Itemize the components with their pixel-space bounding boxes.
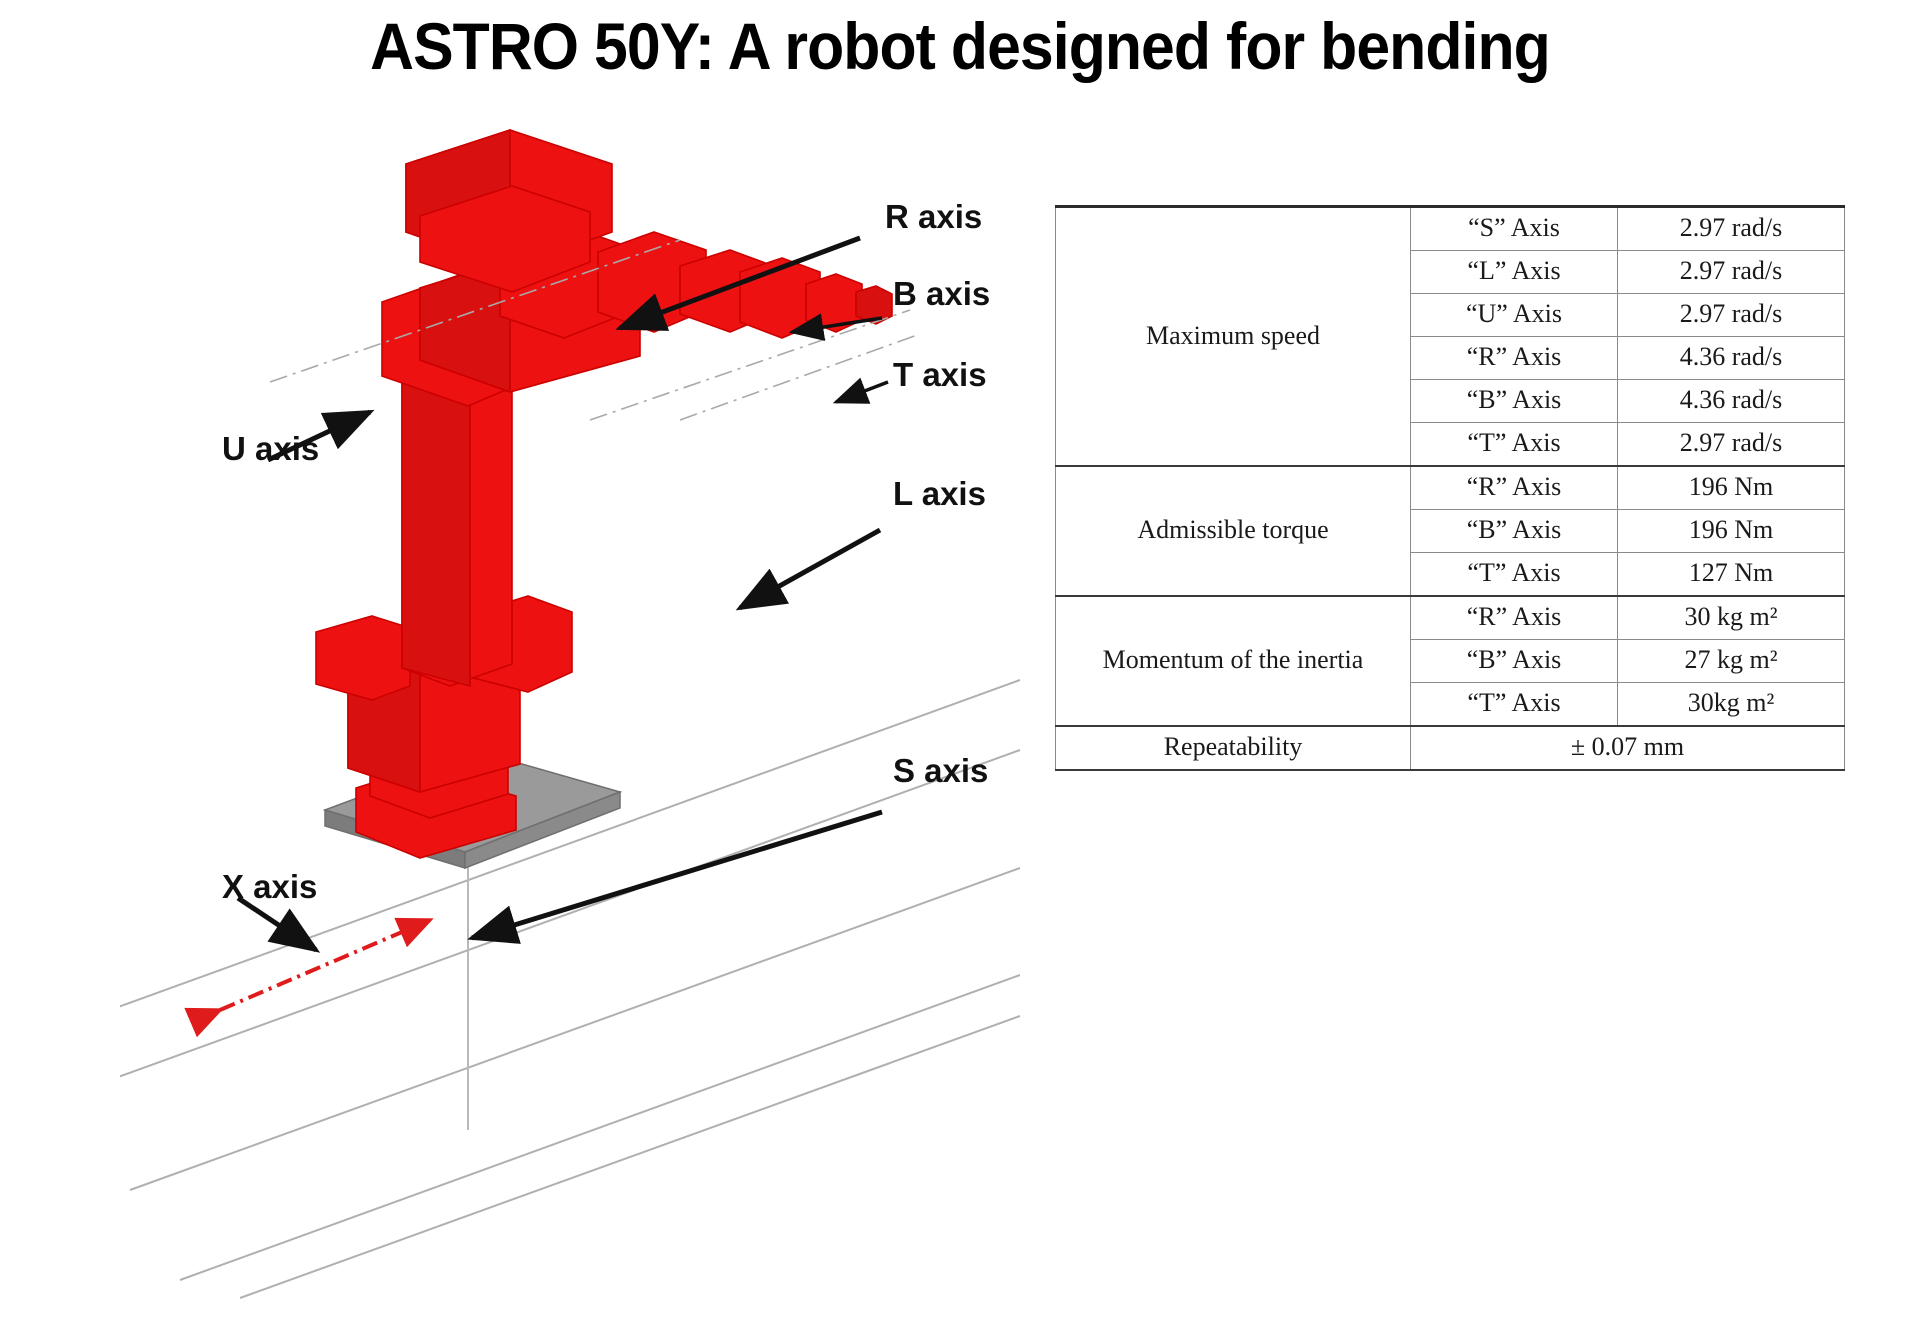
spec-value-cell: ± 0.07 mm: [1410, 725, 1845, 771]
spec-axis-cell: “B” Axis: [1410, 509, 1618, 553]
spec-value-cell: 4.36 rad/s: [1617, 379, 1845, 423]
spec-axis-cell: “R” Axis: [1410, 595, 1618, 640]
spec-value-cell: 2.97 rad/s: [1617, 250, 1845, 294]
spec-group-label: Maximum speed: [1055, 205, 1411, 467]
label-l-axis: L axis: [893, 475, 986, 512]
b-axis-arrow: [788, 313, 883, 341]
l-axis-arrow: [735, 527, 882, 611]
label-b-axis: B axis: [893, 275, 991, 312]
spec-value-cell: 2.97 rad/s: [1617, 205, 1845, 251]
spec-axis-cell: “B” Axis: [1410, 639, 1618, 683]
spec-axis-cell: “S” Axis: [1410, 205, 1618, 251]
spec-value-cell: 30 kg m²: [1617, 595, 1845, 640]
spec-axis-cell: “B” Axis: [1410, 379, 1618, 423]
callout-arrows: [266, 235, 889, 944]
spec-axis-cell: “T” Axis: [1410, 682, 1618, 727]
spec-axis-cell: “T” Axis: [1410, 422, 1618, 467]
x-axis-range-arrow: [184, 917, 434, 1038]
label-s-axis: S axis: [893, 752, 989, 789]
spec-group-label: Repeatability: [1055, 725, 1411, 771]
spec-axis-cell: “R” Axis: [1410, 465, 1618, 510]
label-t-axis: T axis: [893, 356, 987, 393]
spec-value-cell: 30kg m²: [1617, 682, 1845, 727]
spec-value-cell: 4.36 rad/s: [1617, 336, 1845, 380]
u-axis-arrow: [266, 409, 375, 463]
spec-axis-cell: “R” Axis: [1410, 336, 1618, 380]
robot-illustration: [120, 120, 1020, 1300]
t-axis-arrow: [832, 377, 889, 404]
spec-value-cell: 196 Nm: [1617, 509, 1845, 553]
spec-value-cell: 27 kg m²: [1617, 639, 1845, 683]
spec-group-label: Momentum of the inertia: [1055, 595, 1411, 727]
spec-axis-cell: “L” Axis: [1410, 250, 1618, 294]
spec-group-label: Admissible torque: [1055, 465, 1411, 597]
spec-value-cell: 196 Nm: [1617, 465, 1845, 510]
label-u-axis: U axis: [222, 430, 320, 467]
s-axis-arrow: [467, 809, 883, 944]
label-r-axis: R axis: [885, 198, 983, 235]
floor-rails: [120, 679, 1020, 1299]
joint-centerlines: [269, 239, 921, 421]
spec-axis-cell: “U” Axis: [1410, 293, 1618, 337]
table-row: Repeatability± 0.07 mm: [1055, 725, 1845, 771]
spec-value-cell: 2.97 rad/s: [1617, 422, 1845, 467]
spec-axis-cell: “T” Axis: [1410, 552, 1618, 597]
spec-value-cell: 2.97 rad/s: [1617, 293, 1845, 337]
r-axis-arrow: [615, 235, 861, 331]
robot-body: [315, 128, 893, 859]
label-x-axis: X axis: [222, 868, 318, 905]
spec-value-cell: 127 Nm: [1617, 552, 1845, 597]
page-title: ASTRO 50Y: A robot designed for bending: [370, 9, 1551, 83]
